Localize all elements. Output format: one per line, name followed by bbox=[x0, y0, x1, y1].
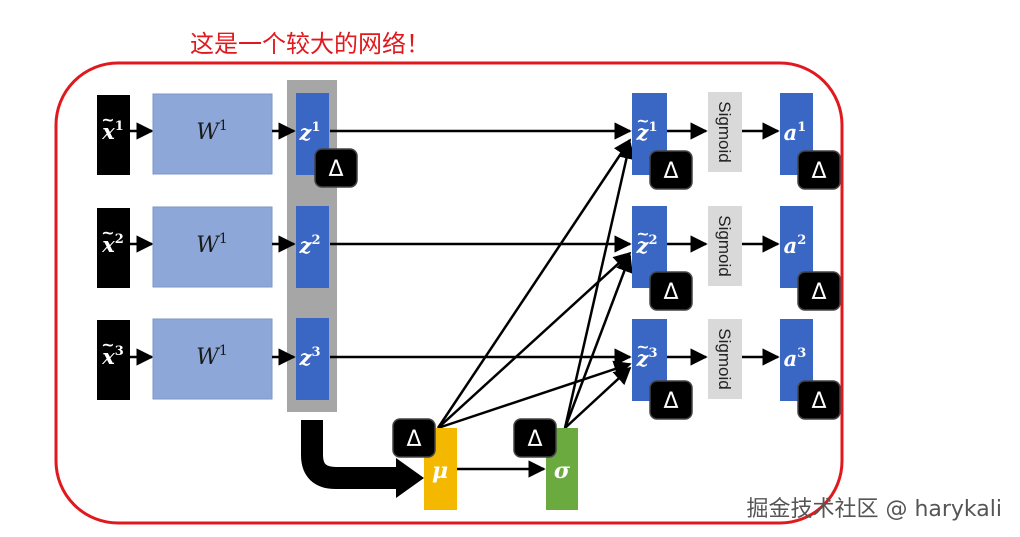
delta-a2-symbol: Δ bbox=[811, 280, 826, 305]
zt2-label: z2 bbox=[636, 233, 658, 258]
z3-block bbox=[296, 318, 329, 400]
sigma-to-zt1-arrow bbox=[563, 141, 636, 429]
delta-z1-symbol: Δ bbox=[328, 157, 343, 182]
delta-zt2-badge bbox=[649, 271, 693, 311]
delta-a1-badge bbox=[797, 150, 841, 190]
mu-label: μ bbox=[432, 458, 448, 484]
delta-zt3-badge bbox=[649, 380, 693, 420]
delta-zt2-symbol: Δ bbox=[663, 280, 678, 305]
input-x1-block bbox=[97, 95, 130, 175]
sigmoid-1-block bbox=[708, 92, 742, 172]
batch-to-mu-arrowhead bbox=[396, 458, 424, 498]
z2-label: z2 bbox=[299, 233, 321, 258]
sigma-label: σ bbox=[554, 458, 571, 484]
mu-to-zt1-arrow bbox=[436, 138, 632, 429]
zt3-tilde: ~ bbox=[636, 337, 649, 356]
zt3-label: z3 bbox=[636, 346, 658, 371]
delta-sigma-badge bbox=[513, 418, 557, 458]
delta-mu-symbol: Δ bbox=[406, 427, 421, 452]
row-2: x2 ~ W1 z2 z2 ~ Δ Sigmoid a2 Δ bbox=[97, 206, 841, 311]
batch-to-mu-arrow bbox=[301, 420, 400, 489]
input-x1-tilde: ~ bbox=[101, 110, 114, 129]
input-x3-label: x3 bbox=[101, 344, 124, 369]
a1-label: a1 bbox=[784, 120, 807, 145]
sigmoid-1-label: Sigmoid bbox=[715, 101, 734, 162]
zt1-label: z1 bbox=[636, 120, 658, 145]
diagram-title: 这是一个较大的网络！ bbox=[190, 30, 430, 58]
a2-label: a2 bbox=[784, 233, 807, 258]
weight-w2-label: W1 bbox=[196, 231, 228, 258]
delta-zt1-symbol: Δ bbox=[663, 159, 678, 184]
input-x3-block bbox=[97, 320, 130, 400]
delta-zt3-symbol: Δ bbox=[663, 389, 678, 414]
sigmoid-3-block bbox=[708, 319, 742, 399]
watermark: 掘金技术社区 @ harykali bbox=[746, 497, 1002, 522]
delta-sigma-symbol: Δ bbox=[527, 427, 542, 452]
row-3: x3 ~ W1 z3 z3 ~ Δ Sigmoid a3 Δ bbox=[97, 318, 841, 420]
z2-block bbox=[296, 206, 329, 288]
sigmoid-2-label: Sigmoid bbox=[715, 215, 734, 276]
delta-a2-badge bbox=[797, 271, 841, 311]
z1-label: z1 bbox=[299, 120, 321, 145]
weight-w2-block bbox=[152, 206, 273, 288]
a3-label: a3 bbox=[784, 346, 807, 371]
zt2-tilde: ~ bbox=[636, 224, 649, 243]
zt1-tilde: ~ bbox=[636, 111, 649, 130]
sigma-to-zt3-arrow bbox=[564, 366, 632, 429]
input-x3-tilde: ~ bbox=[101, 335, 114, 354]
z3-label: z3 bbox=[299, 345, 321, 370]
weight-w1-label: W1 bbox=[196, 118, 228, 145]
sigmoid-2-block bbox=[708, 206, 742, 286]
delta-a3-badge bbox=[797, 380, 841, 420]
mu-to-zt3-arrow bbox=[437, 360, 632, 430]
delta-z1-badge bbox=[314, 148, 358, 188]
row-1: x1 ~ W1 z1 Δ z1 ~ Δ Sigmoid a1 Δ bbox=[97, 92, 841, 190]
input-x2-block bbox=[97, 208, 130, 288]
mu-to-zt2-arrow bbox=[437, 251, 632, 429]
input-x1-label: x1 bbox=[101, 119, 124, 144]
delta-a1-symbol: Δ bbox=[811, 159, 826, 184]
delta-zt1-badge bbox=[649, 150, 693, 190]
network-border bbox=[54, 61, 844, 525]
sigmoid-3-label: Sigmoid bbox=[715, 328, 734, 389]
weight-w3-label: W1 bbox=[196, 343, 228, 370]
sigma-to-zt2-arrow bbox=[563, 254, 633, 429]
weight-w1-block bbox=[152, 93, 273, 175]
delta-mu-badge bbox=[392, 418, 436, 458]
input-x2-label: x2 bbox=[101, 232, 124, 257]
input-x2-tilde: ~ bbox=[101, 223, 114, 242]
weight-w3-block bbox=[152, 318, 273, 400]
delta-a3-symbol: Δ bbox=[811, 389, 826, 414]
